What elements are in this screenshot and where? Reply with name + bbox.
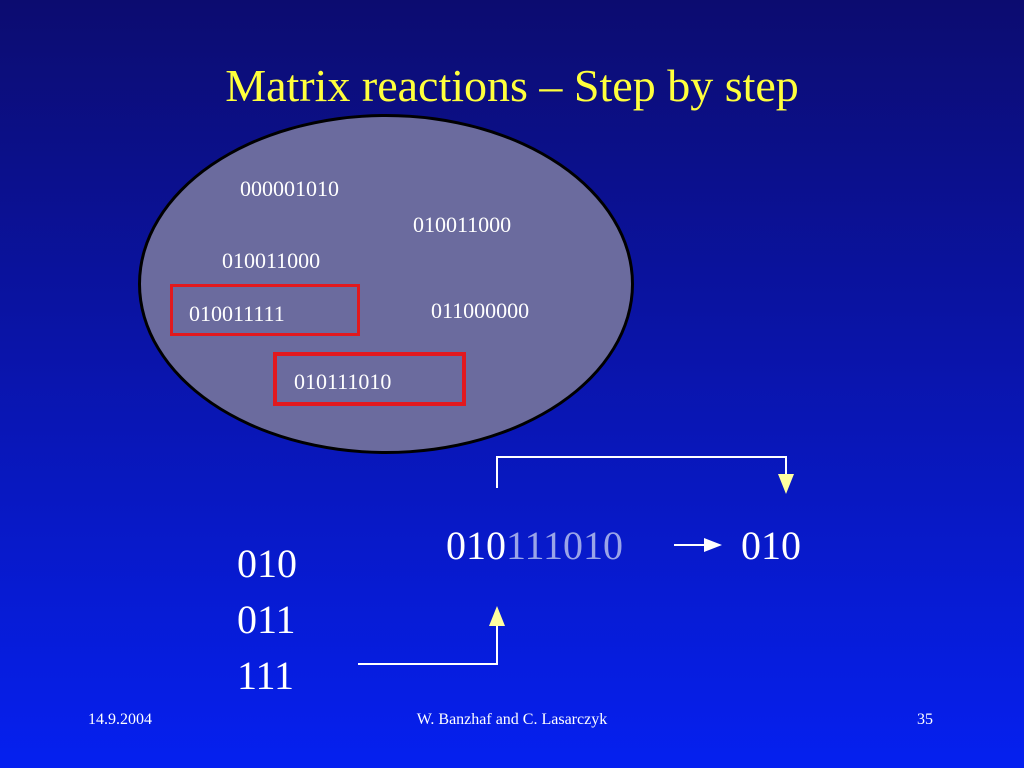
soup-string-2: 010011000 — [413, 212, 512, 237]
result-arrow-head — [704, 538, 722, 552]
input-string-prefix: 010 — [446, 523, 506, 568]
output-connector-line — [496, 456, 787, 488]
selected-string-box-1 — [170, 284, 360, 336]
soup-string-6: 010111010 — [294, 369, 392, 394]
footer-authors: W. Banzhaf and C. Lasarczyk — [416, 711, 608, 728]
matrix-arrow-head — [489, 606, 505, 626]
footer-date: 14.9.2004 — [88, 711, 152, 728]
output-arrow-head — [778, 474, 794, 494]
soup-string-5: 011000000 — [431, 298, 530, 323]
matrix-row-2: 011 — [237, 597, 296, 642]
reaction-input-string: 010111010 — [446, 522, 623, 570]
soup-string-4: 010011111 — [189, 301, 285, 326]
input-string-rest: 111010 — [506, 523, 624, 568]
soup-string-3: 010011000 — [222, 248, 321, 273]
matrix-row-1: 010 — [237, 541, 297, 586]
matrix-connector-line — [358, 624, 498, 665]
matrix-row-3: 111 — [237, 653, 295, 698]
footer-page-number: 35 — [917, 711, 933, 728]
soup-string-1: 000001010 — [240, 176, 339, 201]
selected-string-box-2 — [273, 352, 466, 406]
slide-title: Matrix reactions – Step by step — [225, 60, 799, 111]
reaction-output-string: 010 — [741, 523, 801, 568]
